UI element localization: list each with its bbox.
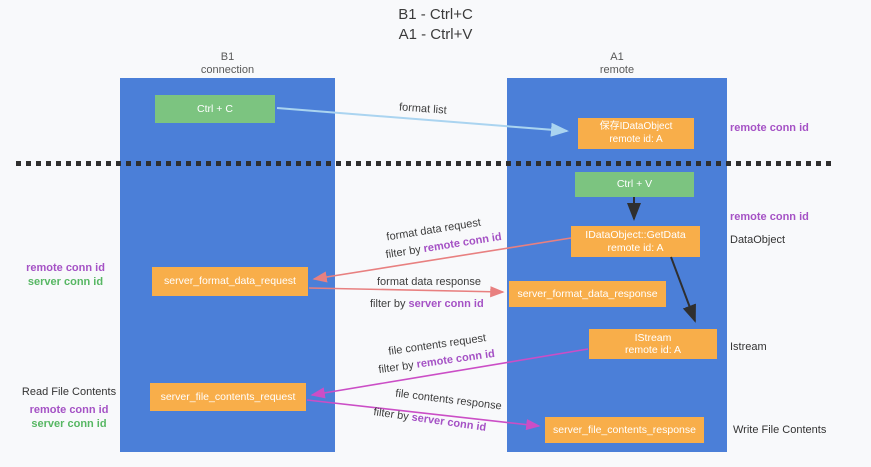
node-ctrl-c-label: Ctrl + C [197,102,233,115]
left-column-name: B1 [220,51,235,63]
right-column-role: remote [599,64,635,76]
right-column-header: A1 remote [507,51,727,77]
right-label-istream: Istream [730,341,767,353]
node-ctrl-v: Ctrl + V [575,172,694,197]
filter-prefix: filter by [372,406,410,423]
filter-id-server: server conn id [408,298,484,310]
node-istream: IStream remote id: A [589,329,717,359]
left-column-header: B1 connection [120,51,335,77]
node-server-format-data-response-label: server_format_data_response [517,287,658,300]
node-ctrl-v-label: Ctrl + V [616,178,653,191]
node-server-file-contents-response-label: server_file_contents_response [552,423,696,436]
node-server-format-data-response: server_format_data_response [509,281,666,307]
arrow-format-data-response [308,286,505,298]
node-server-file-contents-response: server_file_contents_response [545,417,704,443]
filter-prefix: filter by [384,243,422,262]
node-istream-line2: remote id: A [624,344,682,356]
left-label-read-file-contents-block: Read File Contents remote conn id server… [14,385,124,431]
node-idataobject-getdata-line2: remote id: A [607,241,664,254]
left-label-remote-conn-id-1: remote conn id [26,262,105,274]
node-save-idataobject-line1: 保存IDataObject [599,121,673,132]
left-column-role: connection [200,64,255,76]
node-save-idataobject: 保存IDataObject remote id: A [578,118,694,149]
node-server-format-data-request-label: server_format_data_request [164,275,296,288]
node-idataobject-getdata-line1: IDataObject::GetData [585,229,686,241]
left-label-conn-ids-format: remote conn id server conn id [18,261,113,289]
left-label-read-file-contents: Read File Contents [21,386,117,398]
right-label-dataobject: DataObject [730,234,786,246]
left-label-remote-conn-id-2: remote conn id [29,404,109,416]
left-label-server-conn-id-2: server conn id [31,418,107,430]
node-idataobject-getdata: IDataObject::GetData remote id: A [571,226,700,257]
right-column-name: A1 [610,51,624,63]
edge-label-filter-by-server-conn-id-2: filter byserver conn id [373,406,487,434]
filter-prefix: filter by [370,298,406,310]
filter-id-server: server conn id [410,411,487,434]
right-label-remote-conn-id-top: remote conn id [730,122,809,134]
node-server-file-contents-request: server_file_contents_request [150,383,306,411]
session-separator-dashed-line [16,161,832,166]
edge-label-file-contents-response: file contents response [394,387,503,413]
node-server-file-contents-request-label: server_file_contents_request [160,390,296,403]
right-label-write-file-contents: Write File Contents [733,424,827,436]
filter-prefix: filter by [377,359,415,377]
edge-label-format-list: format list [398,101,448,117]
edge-label-format-data-response: format data response [377,276,481,288]
diagram-title-line2: A1 - Ctrl+V [398,26,473,43]
node-server-format-data-request: server_format_data_request [152,267,308,296]
node-istream-line1: IStream [634,331,672,344]
diagram-title-line1: B1 - Ctrl+C [398,6,473,23]
diagram-title: B1 - Ctrl+C A1 - Ctrl+V [0,5,871,45]
node-save-idataobject-line2: remote id: A [609,133,663,145]
left-label-server-conn-id-1: server conn id [27,276,104,288]
right-label-remote-conn-id-mid: remote conn id [730,211,809,223]
node-ctrl-c: Ctrl + C [155,95,275,123]
